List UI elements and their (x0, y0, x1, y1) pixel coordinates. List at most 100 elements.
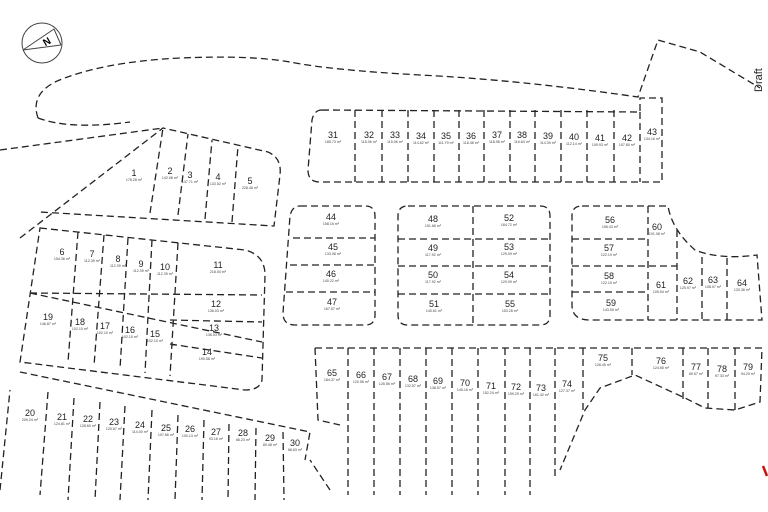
lot-area: 184.37 m² (324, 378, 341, 382)
lot-area: 161.42 m² (533, 393, 550, 397)
lot-number: 28 (238, 428, 248, 438)
lot-area: 190.58 m² (199, 357, 216, 361)
lot-area: 137.71 m² (182, 180, 199, 184)
lot-area: 146.87 m² (40, 322, 57, 326)
lot-area: 167.57 m² (324, 307, 341, 311)
lot-number: 45 (328, 242, 338, 252)
lot-area: 142.08 m² (162, 176, 179, 180)
lot-number: 5 (247, 176, 252, 186)
lot-number: 12 (211, 299, 221, 309)
lot-number: 22 (83, 414, 93, 424)
lot-number: 30 (290, 438, 300, 448)
lot-number: 15 (150, 329, 160, 339)
lot-area: 111.79 m² (438, 141, 454, 145)
lot-area: 101.08 m² (649, 232, 666, 236)
lot-number: 68 (408, 374, 418, 384)
lot-area: 126.56 m² (379, 382, 396, 386)
lot-area: 185.73 m² (325, 140, 342, 144)
lot-number: 54 (504, 270, 514, 280)
lot-area: 89.57 m² (689, 372, 704, 376)
lot-number: 59 (606, 298, 616, 308)
lot-area: 164.72 m² (501, 223, 518, 227)
lot-number: 41 (595, 133, 605, 143)
lot-number: 58 (604, 271, 614, 281)
lot-number: 78 (717, 364, 727, 374)
lot-number: 26 (185, 424, 195, 434)
lot-number: 60 (652, 222, 662, 232)
lot-number: 8 (115, 254, 120, 264)
lot-area: 209.24 m² (22, 418, 39, 422)
lot-area: 114.00 m² (132, 430, 149, 434)
lot-number: 48 (428, 214, 438, 224)
lot-area: 152.24 m² (483, 391, 500, 395)
lot-number: 29 (265, 433, 275, 443)
lot-number: 63 (708, 275, 718, 285)
lot-area: 151.66 m² (425, 224, 442, 228)
lot-number: 75 (598, 353, 608, 363)
lot-number: 19 (43, 312, 53, 322)
accent-mark (761, 465, 768, 477)
lot-area: 102.10 m² (72, 327, 89, 331)
lot-area: 120.67 m² (106, 427, 123, 431)
lot-area: 132.57 m² (405, 384, 422, 388)
lot-area: 112.39 m² (84, 259, 101, 263)
lot-area: 109.93 m² (592, 143, 609, 147)
lot-area: 218.54 m² (210, 270, 227, 274)
lot-number: 51 (429, 299, 439, 309)
lot-number: 16 (125, 325, 135, 335)
lot-area: 102.10 m² (122, 335, 139, 339)
lot-area: 114.62 m² (413, 141, 430, 145)
lot-area: 158.16 m² (323, 222, 340, 226)
lot-area: 115.06 m² (387, 140, 404, 144)
lot-area: 134.16 m² (644, 137, 661, 141)
lot-number: 47 (327, 297, 337, 307)
lot-number: 39 (543, 131, 553, 141)
lot-number: 27 (211, 427, 221, 437)
lot-number: 3 (187, 170, 192, 180)
north-arrow-icon: N (21, 22, 63, 64)
lot-number: 23 (109, 417, 119, 427)
lot-area: 116.64 m² (514, 140, 531, 144)
lot-area: 156.43 m² (602, 225, 619, 229)
lot-area: 136.03 m² (206, 333, 223, 337)
lot-area: 117.92 m² (425, 253, 442, 257)
lot-area: 114.39 m² (540, 141, 557, 145)
lot-number: 4 (215, 172, 220, 182)
lot-area: 120.56 m² (353, 380, 370, 384)
lot-area: 93.16 m² (209, 437, 224, 441)
lot-number: 24 (135, 420, 145, 430)
lot-number: 74 (562, 379, 572, 389)
lot-area: 100.13 m² (182, 434, 199, 438)
lot-area: 133.36 m² (734, 288, 751, 292)
lot-number: 65 (327, 368, 337, 378)
lot-area: 112.39 m² (133, 269, 150, 273)
lot-area: 105.54 m² (653, 290, 670, 294)
